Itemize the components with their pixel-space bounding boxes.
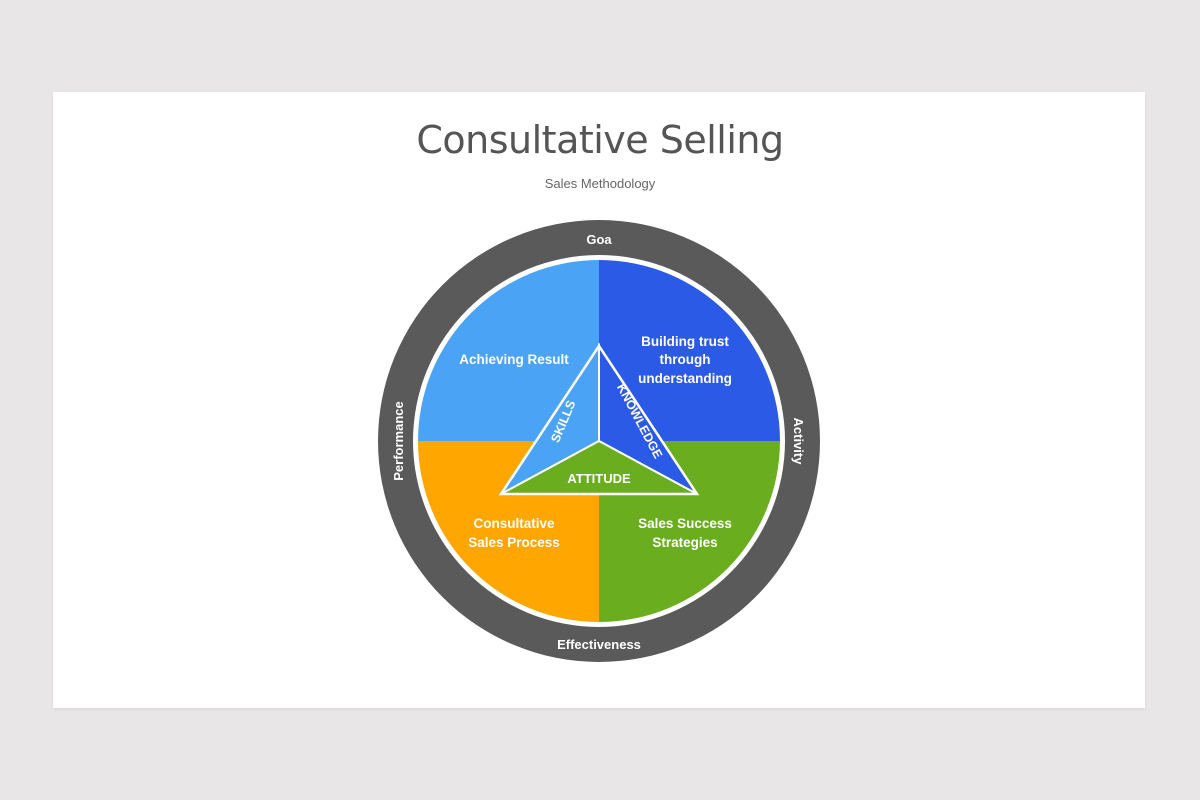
- ring-label-bottom: Effectiveness: [557, 637, 641, 652]
- quadrant-label-consultative-1: Consultative: [473, 516, 555, 531]
- ring-label-left: Performance: [391, 401, 406, 480]
- quadrant-label-achieving-result: Achieving Result: [459, 352, 569, 367]
- quadrant-label-sales-success-2: Strategies: [652, 535, 717, 550]
- page-subtitle: Sales Methodology: [544, 176, 656, 191]
- ring-label-top: Goa: [586, 232, 612, 247]
- central-triangle: [498, 342, 700, 496]
- triangle-label-attitude: ATTITUDE: [567, 471, 631, 486]
- triangle-outline: [498, 343, 700, 496]
- page-title: Consultative Selling: [416, 118, 784, 162]
- quadrant-label-building-trust-1: Building trust: [641, 334, 729, 349]
- quadrant-label-building-trust-2: through: [660, 352, 711, 367]
- ring-label-right: Activity: [791, 418, 806, 466]
- quadrant-label-consultative-2: Sales Process: [468, 535, 560, 550]
- quadrant-label-sales-success-1: Sales Success: [638, 516, 732, 531]
- quadrant-label-building-trust-3: understanding: [638, 371, 732, 386]
